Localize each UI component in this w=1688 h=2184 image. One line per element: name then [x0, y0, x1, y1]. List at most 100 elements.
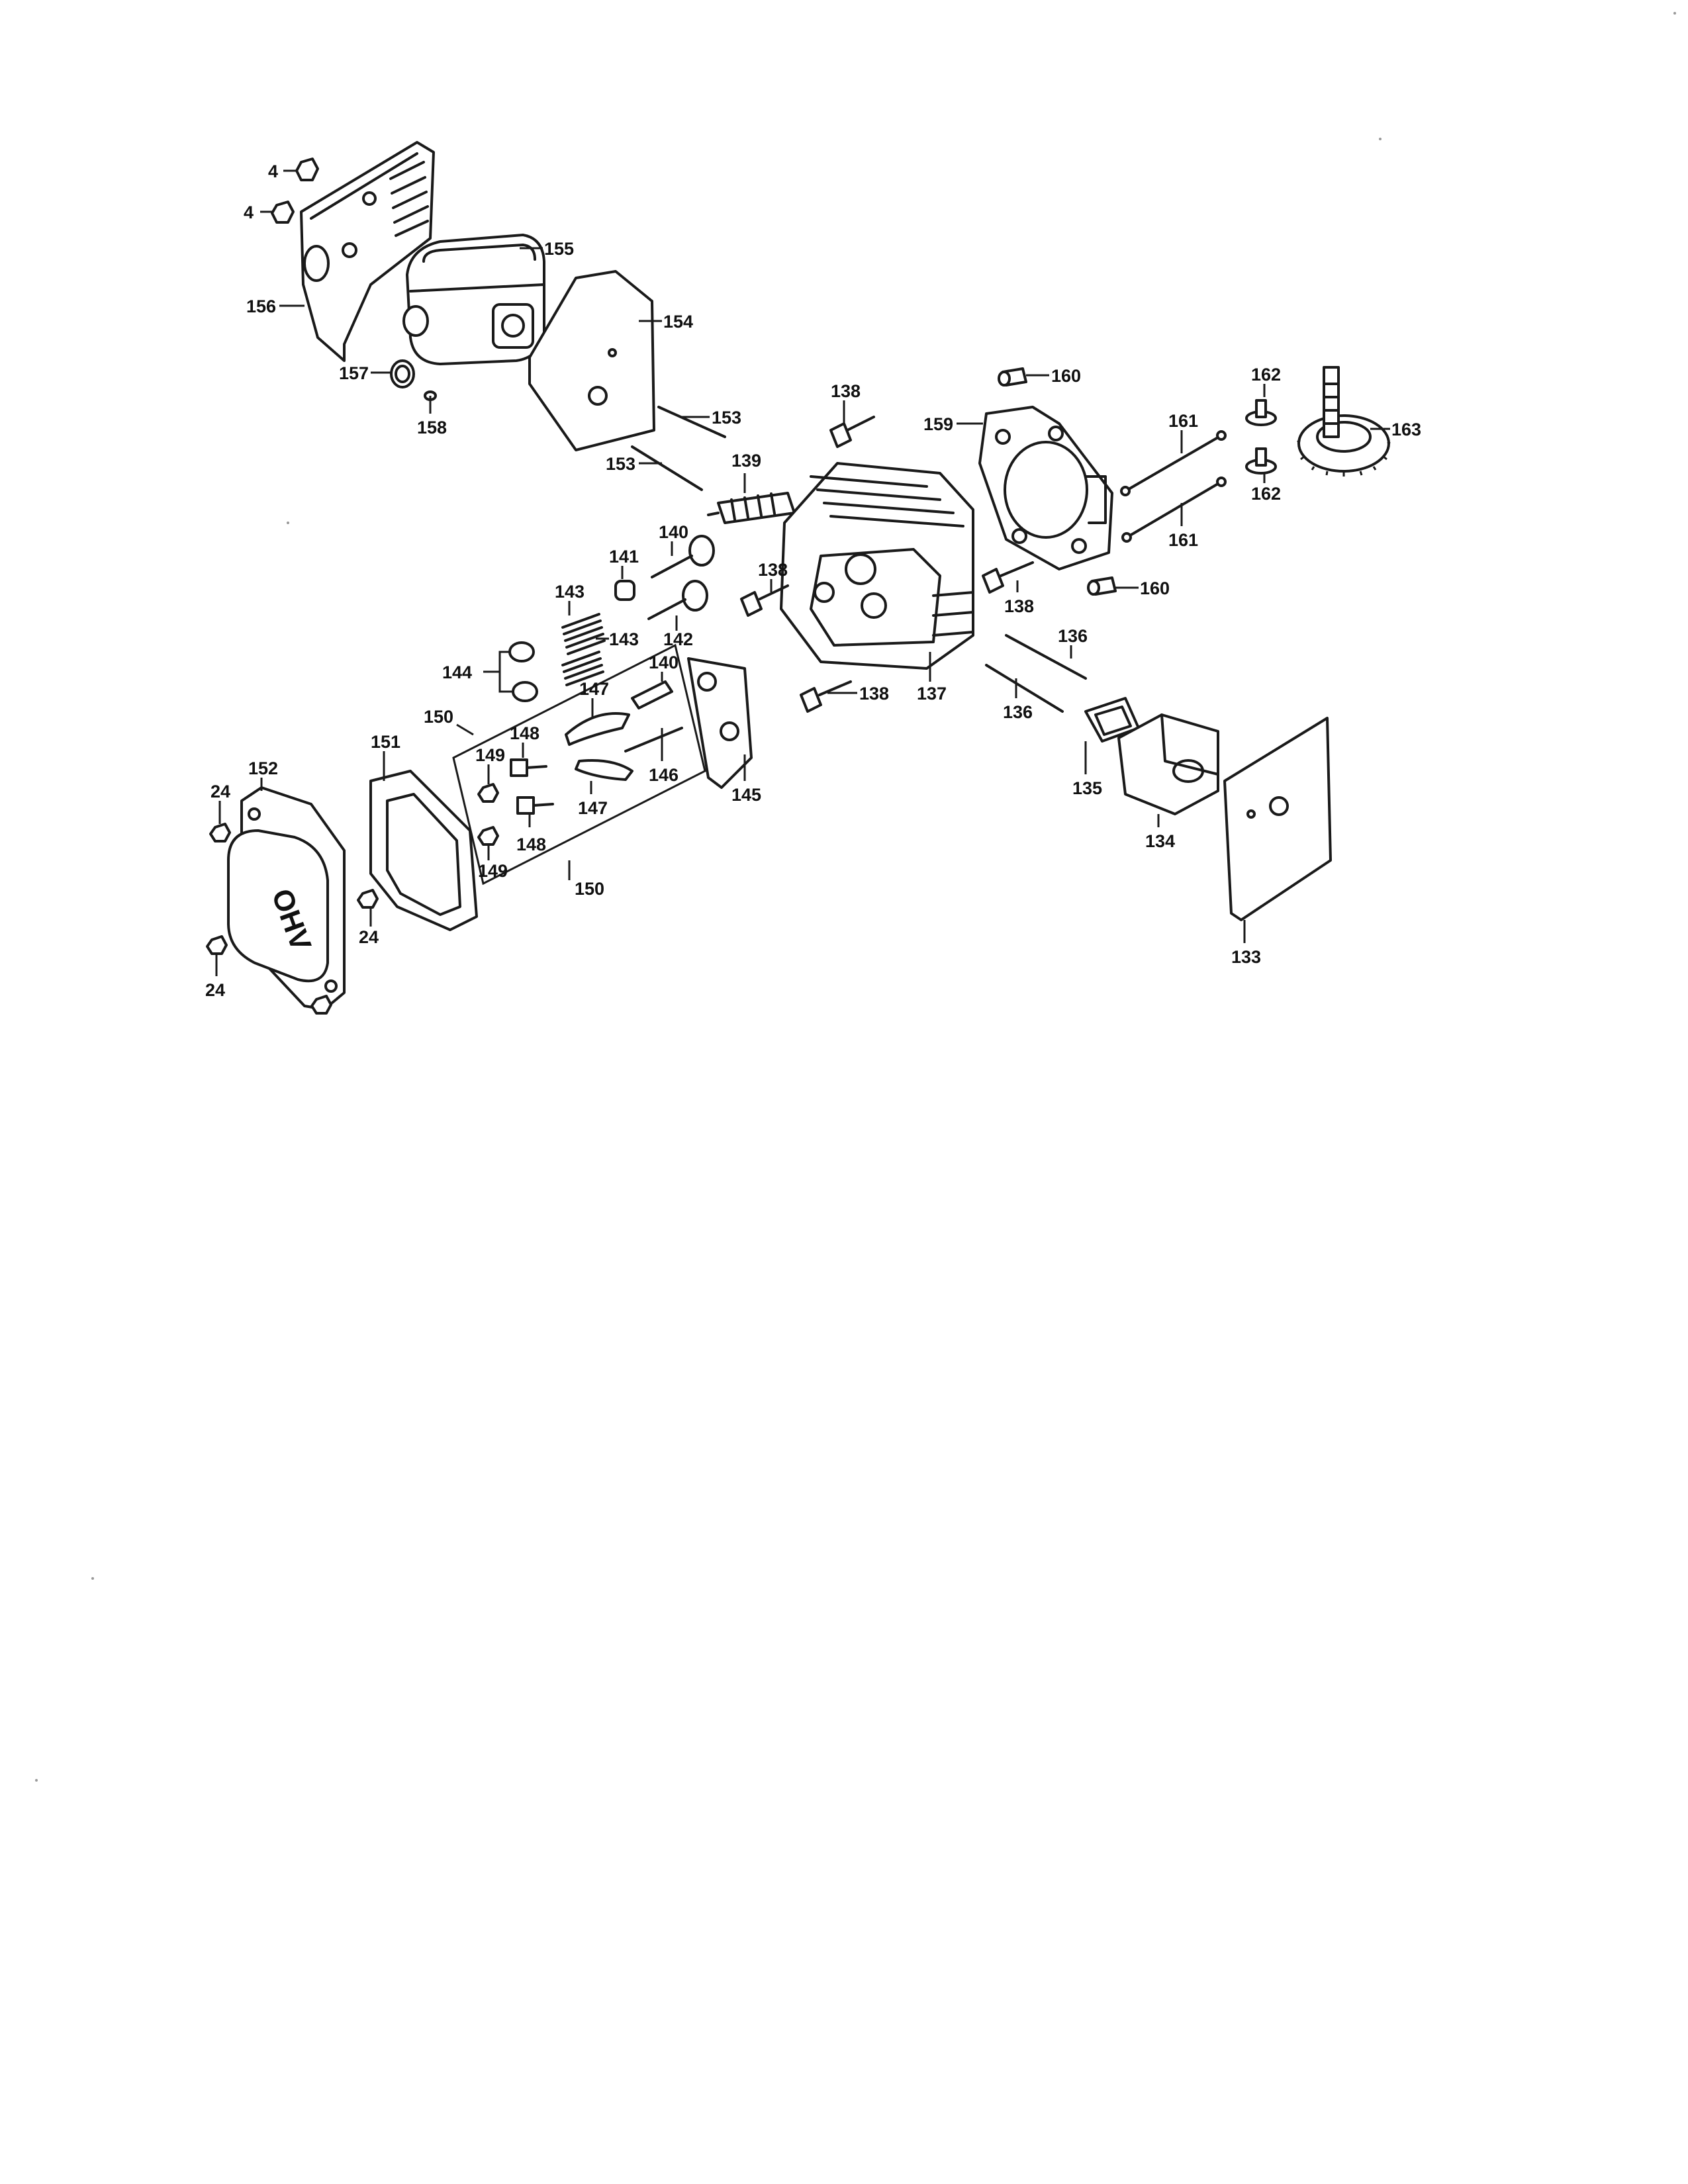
- callout-161: 161: [1168, 411, 1198, 431]
- valve-140b: [631, 680, 673, 709]
- callout-4: 4: [268, 161, 278, 181]
- callout-148: 148: [510, 723, 539, 743]
- valve-seal-141: [614, 580, 635, 601]
- exhaust-gasket-154: [528, 270, 655, 451]
- callout-162: 162: [1251, 484, 1281, 504]
- bolt-24b: [206, 935, 228, 955]
- rocker-kit-outline-150: [452, 643, 706, 886]
- callout-159: 159: [923, 414, 953, 434]
- callout-24: 24: [211, 782, 230, 801]
- bolt-24a: [209, 823, 231, 842]
- head-bolt-138c: [982, 561, 1034, 594]
- tappet-162a: [1245, 399, 1277, 426]
- stud-153a: [657, 406, 726, 438]
- camshaft-163: [1297, 366, 1391, 477]
- callout-135: 135: [1072, 778, 1102, 798]
- pushrod-161b: [1121, 477, 1227, 543]
- callout-4: 4: [244, 203, 254, 222]
- spark-plug-139: [707, 492, 796, 524]
- callout-156: 156: [246, 296, 276, 316]
- stud-136b: [985, 664, 1064, 713]
- callout-153: 153: [606, 454, 635, 474]
- callout-148: 148: [516, 835, 546, 854]
- callout-138: 138: [831, 381, 861, 401]
- valve-spring-143b: [561, 651, 604, 686]
- pivot-148a: [510, 758, 547, 777]
- callout-155: 155: [544, 239, 574, 259]
- callout-144: 144: [442, 662, 472, 682]
- callout-162: 162: [1251, 365, 1281, 385]
- callout-163: 163: [1391, 420, 1421, 439]
- callout-141: 141: [609, 547, 639, 567]
- valve-142: [647, 580, 708, 620]
- callout-147: 147: [578, 798, 608, 818]
- insulator-134: [1117, 713, 1219, 815]
- callout-157: 157: [339, 363, 369, 383]
- muffler-155: [402, 234, 545, 365]
- callout-149: 149: [478, 861, 508, 881]
- callout-24: 24: [205, 980, 225, 1000]
- callout-138: 138: [1004, 596, 1034, 616]
- callout-160: 160: [1051, 366, 1081, 386]
- tappet-162b: [1245, 447, 1277, 475]
- head-bolt-138b: [740, 584, 789, 617]
- stud-136a: [1005, 634, 1087, 680]
- valve-140a: [651, 535, 715, 578]
- head-bolt-138a: [829, 416, 875, 448]
- callout-140: 140: [649, 653, 679, 672]
- head-bolt-138d: [800, 680, 852, 713]
- jam-nut-149a: [477, 783, 499, 803]
- valve-cover-152: OHV: [227, 786, 346, 1011]
- callout-labels: 4 4 155 156 154 157 158 153 153 138 139 …: [205, 161, 1421, 1000]
- rocker-stud-146: [624, 727, 683, 752]
- gasket-157: [390, 359, 415, 388]
- callout-133: 133: [1231, 947, 1261, 967]
- leader-lines: [215, 169, 1390, 976]
- spring-retainer-144a: [508, 641, 535, 662]
- scan-specks: [35, 12, 1676, 1782]
- callout-154: 154: [663, 312, 693, 332]
- callout-160: 160: [1140, 578, 1170, 598]
- guide-plate-145: [687, 657, 753, 789]
- callout-147: 147: [579, 679, 609, 699]
- spring-retainer-144b: [512, 681, 538, 702]
- callout-161: 161: [1168, 530, 1198, 550]
- head-gasket-159: [978, 406, 1113, 570]
- callout-153: 153: [712, 408, 741, 428]
- cylinder-head-137: [780, 462, 974, 670]
- cover-gasket-151: [369, 770, 478, 931]
- flange-nut-4b: [271, 201, 295, 224]
- callout-146: 146: [649, 765, 679, 785]
- flange-nut-4a: [295, 158, 319, 181]
- intake-gasket-133: [1223, 717, 1332, 921]
- callout-151: 151: [371, 732, 400, 752]
- callout-143: 143: [555, 582, 585, 602]
- callout-138: 138: [758, 560, 788, 580]
- callout-138: 138: [859, 684, 889, 704]
- callout-158: 158: [417, 418, 447, 437]
- callout-152: 152: [248, 758, 278, 778]
- dowel-pin-160b: [1087, 576, 1117, 596]
- heat-shield-156: [300, 141, 435, 362]
- callout-139: 139: [731, 451, 761, 471]
- stud-153b: [631, 445, 703, 491]
- callout-136: 136: [1003, 702, 1033, 722]
- rocker-arm-147a: [565, 712, 630, 746]
- rocker-arm-147b: [575, 759, 633, 781]
- bolt-24c: [357, 889, 379, 909]
- callout-150: 150: [575, 879, 604, 899]
- jam-nut-149b: [477, 826, 499, 846]
- callout-24: 24: [359, 927, 379, 947]
- dowel-pin-160a: [998, 367, 1027, 387]
- callout-142: 142: [663, 629, 693, 649]
- callout-150: 150: [424, 707, 453, 727]
- bolt-24d: [310, 995, 332, 1015]
- pushrod-161a: [1120, 430, 1227, 496]
- callout-149: 149: [475, 745, 505, 765]
- callout-137: 137: [917, 684, 947, 704]
- callout-134: 134: [1145, 831, 1175, 851]
- valve-spring-143a: [561, 613, 606, 655]
- callout-143: 143: [609, 629, 639, 649]
- callout-136: 136: [1058, 626, 1088, 646]
